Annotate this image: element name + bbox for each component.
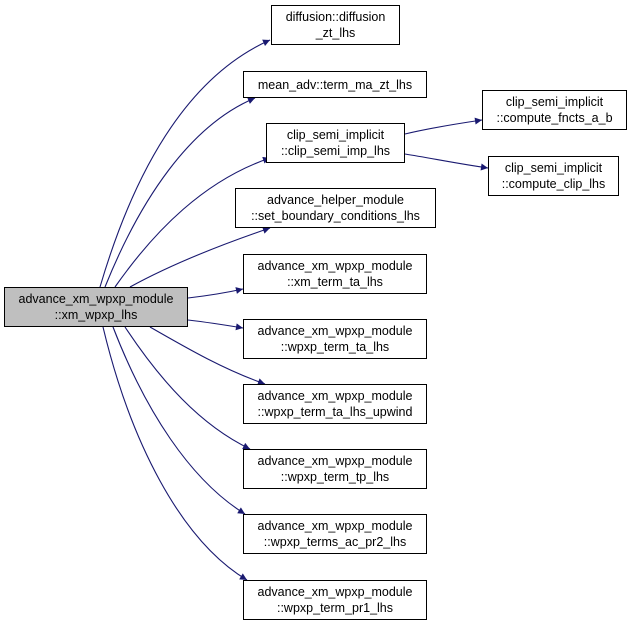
- node-label-line1: advance_xm_wpxp_module: [257, 519, 413, 533]
- node-label-line1: clip_semi_implicit: [505, 95, 604, 109]
- node-label-line2: ::clip_semi_imp_lhs: [280, 144, 391, 158]
- node-clip-semi-imp-lhs[interactable]: clip_semi_implicit ::clip_semi_imp_lhs: [266, 123, 405, 163]
- node-wpxp-term-ta-lhs-upwind[interactable]: advance_xm_wpxp_module ::wpxp_term_ta_lh…: [243, 384, 427, 424]
- node-label-line1: clip_semi_implicit: [504, 161, 603, 175]
- node-term-ma-zt-lhs[interactable]: mean_adv::term_ma_zt_lhs: [243, 71, 427, 98]
- node-wpxp-terms-ac-pr2-lhs[interactable]: advance_xm_wpxp_module ::wpxp_terms_ac_p…: [243, 514, 427, 554]
- node-label-line1: clip_semi_implicit: [286, 128, 385, 142]
- node-label-line2: ::wpxp_term_ta_lhs_upwind: [257, 405, 413, 419]
- node-wpxp-term-ta-lhs[interactable]: advance_xm_wpxp_module ::wpxp_term_ta_lh…: [243, 319, 427, 359]
- node-label-line1: advance_xm_wpxp_module: [257, 454, 413, 468]
- node-compute-clip-lhs[interactable]: clip_semi_implicit ::compute_clip_lhs: [488, 156, 619, 196]
- node-label-line1: advance_xm_wpxp_module: [257, 324, 413, 338]
- edge-to-term-ma-zt-lhs: [104, 97, 256, 288]
- node-label-line1: advance_xm_wpxp_module: [257, 585, 413, 599]
- node-label-line2: _zt_lhs: [315, 26, 356, 40]
- node-label-line2: ::wpxp_terms_ac_pr2_lhs: [263, 535, 407, 549]
- edge-to-wpxp-terms-ac-pr2-lhs: [112, 326, 246, 515]
- node-xm-term-ta-lhs[interactable]: advance_xm_wpxp_module ::xm_term_ta_lhs: [243, 254, 427, 294]
- edge-to-compute-clip-lhs: [404, 153, 489, 171]
- node-compute-fncts-a-b[interactable]: clip_semi_implicit ::compute_fncts_a_b: [482, 90, 627, 130]
- edge-to-clip-semi-imp-lhs: [114, 156, 271, 288]
- node-wpxp-term-tp-lhs[interactable]: advance_xm_wpxp_module ::wpxp_term_tp_lh…: [243, 449, 427, 489]
- edge-to-xm-term-ta-lhs: [187, 287, 244, 299]
- node-label-line2: ::compute_clip_lhs: [501, 177, 606, 191]
- node-label-line1: advance_xm_wpxp_module: [257, 259, 413, 273]
- edge-to-diffusion-zt-lhs: [99, 39, 271, 288]
- node-set-boundary-conditions-lhs[interactable]: advance_helper_module ::set_boundary_con…: [235, 188, 436, 228]
- edge-to-wpxp-term-pr1-lhs: [102, 326, 248, 581]
- edge-to-wpxp-term-ta-lhs: [187, 319, 244, 331]
- node-label-line1: diffusion::diffusion: [285, 10, 386, 24]
- node-label-line1: advance_xm_wpxp_module: [257, 389, 413, 403]
- node-label-line2: ::set_boundary_conditions_lhs: [251, 209, 420, 223]
- node-diffusion-zt-lhs[interactable]: diffusion::diffusion _zt_lhs: [271, 5, 400, 45]
- node-label-line2: ::xm_term_ta_lhs: [287, 275, 383, 289]
- node-label-line2: ::compute_fncts_a_b: [496, 111, 613, 125]
- node-label-line1: advance_helper_module: [267, 193, 404, 207]
- node-xm-wpxp-lhs: advance_xm_wpxp_module ::xm_wpxp_lhs: [4, 287, 188, 327]
- node-label-line2: ::wpxp_term_pr1_lhs: [276, 601, 394, 615]
- node-wpxp-term-pr1-lhs[interactable]: advance_xm_wpxp_module ::wpxp_term_pr1_l…: [243, 580, 427, 620]
- edge-to-wpxp-term-ta-lhs-upwind: [149, 326, 266, 385]
- edge-to-compute-fncts-a-b: [404, 117, 483, 135]
- node-label-line2: ::wpxp_term_ta_lhs: [280, 340, 390, 354]
- edge-to-set-boundary-conditions-lhs: [129, 226, 271, 288]
- node-label-line2: ::wpxp_term_tp_lhs: [280, 470, 390, 484]
- node-label-line2: ::xm_wpxp_lhs: [54, 308, 138, 322]
- node-label-line1: mean_adv::term_ma_zt_lhs: [257, 77, 413, 92]
- node-label-line1: advance_xm_wpxp_module: [18, 292, 174, 306]
- edge-to-wpxp-term-tp-lhs: [124, 326, 251, 450]
